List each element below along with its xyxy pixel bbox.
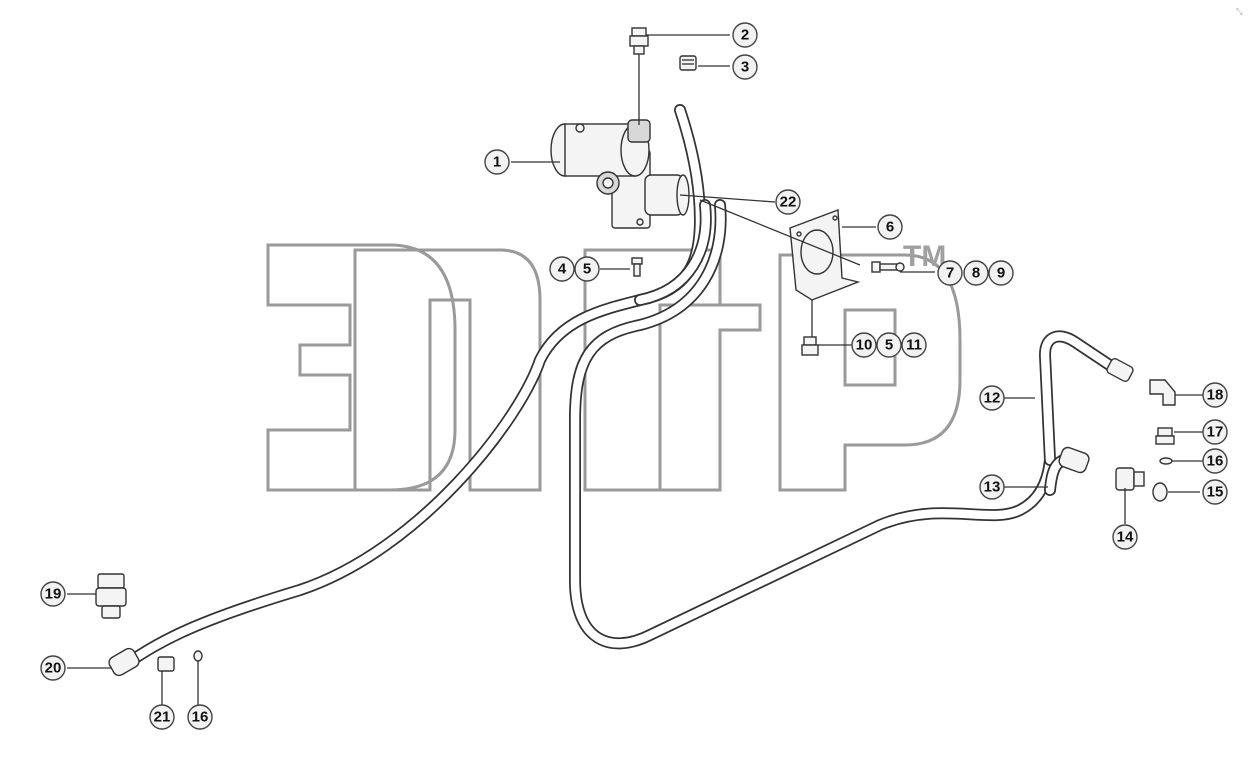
callout-6: 6 <box>877 214 903 240</box>
callout-10: 10 <box>851 332 877 358</box>
callout-label: 21 <box>154 709 171 726</box>
oring-16-right <box>1159 457 1173 465</box>
tube-12 <box>1039 330 1126 466</box>
hose-main <box>569 199 1056 650</box>
adapter-21 <box>157 656 175 672</box>
elbow-18 <box>1149 379 1176 406</box>
hydraulic-unit <box>550 119 690 229</box>
callout-5b: 5 <box>876 332 902 358</box>
callout-label: 15 <box>1207 484 1224 501</box>
callout-13: 13 <box>979 474 1005 500</box>
callout-label: 3 <box>741 59 749 76</box>
callout-18: 18 <box>1202 382 1228 408</box>
callout-22: 22 <box>775 189 801 215</box>
callout-3: 3 <box>732 54 758 80</box>
callout-label: 7 <box>946 265 954 282</box>
fitting-10 <box>801 336 819 356</box>
callout-2: 2 <box>732 22 758 48</box>
callout-12: 12 <box>979 385 1005 411</box>
callout-label: 13 <box>984 479 1001 496</box>
callout-5a: 5 <box>574 256 600 282</box>
callout-16-right: 16 <box>1202 448 1228 474</box>
callout-label: 6 <box>886 219 894 236</box>
corner-mark: ⤡ <box>1236 7 1243 16</box>
fitting-3 <box>679 55 697 71</box>
oring-16-left <box>193 650 203 662</box>
callout-label: 5 <box>885 337 893 354</box>
fitting-2 <box>629 27 649 55</box>
callout-label: 19 <box>45 586 62 603</box>
callout-21: 21 <box>149 704 175 730</box>
watermark-logo: TM <box>266 240 962 492</box>
callout-15: 15 <box>1202 479 1228 505</box>
callout-8: 8 <box>963 260 989 286</box>
callout-label: 8 <box>972 265 980 282</box>
callout-label: 20 <box>45 660 62 677</box>
callout-label: 16 <box>1207 453 1224 470</box>
switch-19 <box>95 573 127 619</box>
callout-4: 4 <box>549 256 575 282</box>
tube-nut-12 <box>1106 358 1134 382</box>
callout-16-left: 16 <box>187 704 213 730</box>
oring-15 <box>1152 482 1168 502</box>
callout-label: 14 <box>1117 529 1134 546</box>
bolt-7-8-9 <box>871 261 905 273</box>
leader-lines <box>67 34 1203 705</box>
callout-20: 20 <box>40 655 66 681</box>
adapter-14 <box>1115 467 1145 491</box>
tube-nut-13 <box>1058 446 1090 474</box>
callout-label: 4 <box>558 261 567 278</box>
callout-7: 7 <box>937 260 963 286</box>
callout-11: 11 <box>901 332 927 358</box>
callout-label: 11 <box>906 337 922 354</box>
callout-label: 12 <box>984 390 1001 407</box>
callout-label: 22 <box>780 194 797 211</box>
callout-label: 17 <box>1207 424 1224 441</box>
adapter-17 <box>1155 427 1175 445</box>
bolt-4-5 <box>631 257 643 277</box>
callout-label: 5 <box>583 261 591 278</box>
callout-9: 9 <box>988 260 1014 286</box>
callout-1: 1 <box>484 149 510 175</box>
callout-label: 18 <box>1207 387 1224 404</box>
callout-label: 2 <box>741 27 749 44</box>
hose-upper-run <box>634 199 712 306</box>
callout-label: 16 <box>192 709 209 726</box>
callout-19: 19 <box>40 581 66 607</box>
callout-label: 10 <box>856 337 873 354</box>
callout-14: 14 <box>1112 524 1138 550</box>
mounting-bracket <box>789 209 861 301</box>
callout-label: 9 <box>997 265 1005 282</box>
elbow-20 <box>108 647 140 677</box>
callout-17: 17 <box>1202 419 1228 445</box>
callout-label: 1 <box>493 154 501 171</box>
